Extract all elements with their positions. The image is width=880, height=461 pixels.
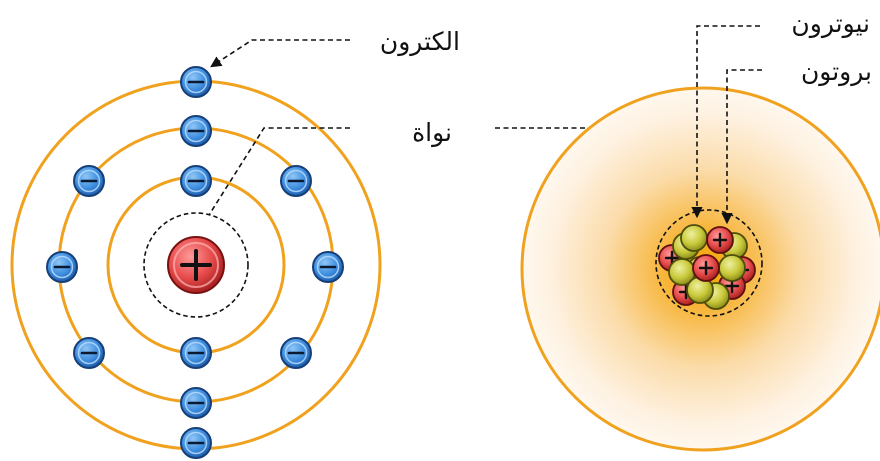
nucleons: [658, 224, 756, 310]
plus-sign-icon: [664, 250, 680, 266]
plus-sign-icon: [698, 260, 714, 276]
electron-particle: [73, 165, 105, 197]
electron-particle: [180, 115, 212, 147]
nucleus-label: نواة: [412, 118, 452, 148]
cloud-atom-model: [520, 86, 880, 452]
bohr-nucleus: [167, 236, 225, 294]
plus-sign-icon: [712, 232, 728, 248]
electron-particle: [180, 165, 212, 197]
electron-particle: [280, 337, 312, 369]
electron-leader-arrow: [210, 39, 350, 68]
nucleus-boundary-ring-right: [655, 209, 763, 317]
electron-particle: [180, 66, 212, 98]
proton-leader-arrow: [721, 69, 762, 225]
electron-label: الكترون: [380, 27, 460, 57]
electron-particle: [312, 251, 344, 283]
bohr-electrons: [46, 66, 344, 459]
nucleus-boundary-ring: [143, 212, 249, 318]
proton-particle: [692, 254, 720, 282]
electron-particle: [180, 387, 212, 419]
electron-particle: [180, 427, 212, 459]
nucleus-leader-left: [208, 127, 350, 216]
neutron-particle: [718, 254, 746, 282]
proton-label: بروتون: [801, 57, 872, 87]
electron-particle: [46, 251, 78, 283]
neutron-leader-arrow: [691, 25, 760, 219]
electron-particle: [180, 337, 212, 369]
electron-particle: [73, 337, 105, 369]
plus-sign-icon: [180, 249, 212, 281]
plus-sign-icon: [724, 278, 740, 294]
proton-particle: [706, 226, 734, 254]
neutron-label: نيوترون: [791, 9, 870, 39]
neutron-particle: [680, 224, 708, 252]
bohr-atom-model: [10, 66, 382, 459]
electron-particle: [280, 165, 312, 197]
